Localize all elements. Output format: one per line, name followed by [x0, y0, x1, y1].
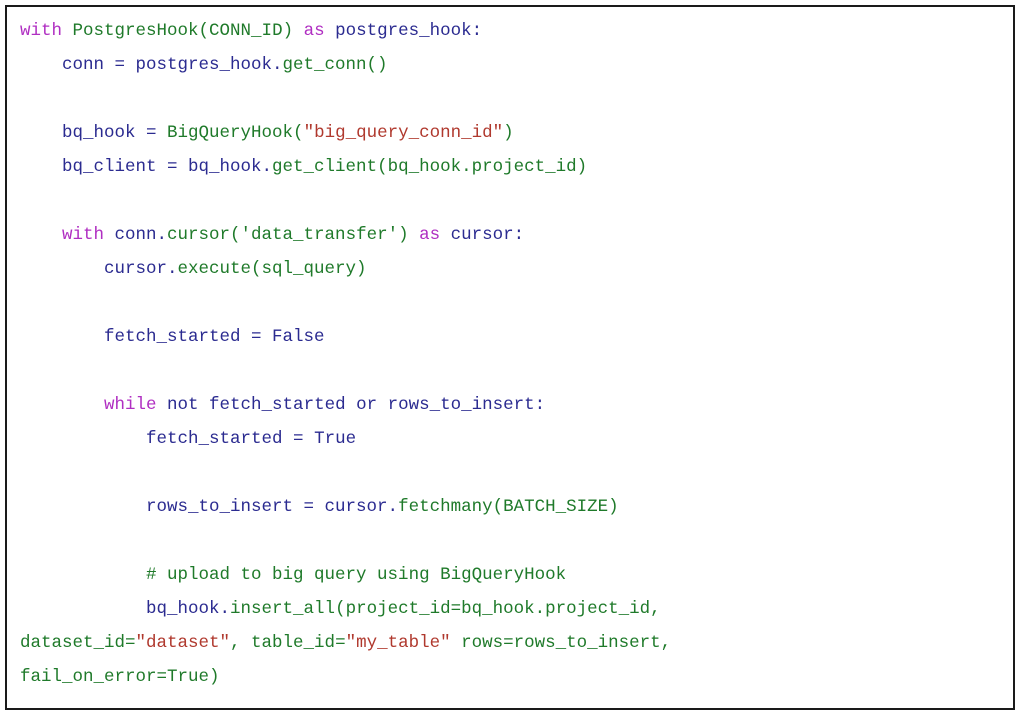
- code-line: while not fetch_started or rows_to_inser…: [20, 394, 545, 416]
- code-snippet-frame: with PostgresHook(CONN_ID) as postgres_h…: [5, 5, 1015, 710]
- code-token-name: bq_hook =: [20, 123, 168, 143]
- code-line: bq_hook.insert_all(project_id=bq_hook.pr…: [20, 598, 661, 620]
- code-line: fetch_started = True: [20, 428, 356, 450]
- code-token-call: insert_all(project_id=bq_hook.project_id…: [230, 599, 661, 619]
- code-token-name: cursor.: [20, 259, 178, 279]
- code-token-name: rows_to_insert = cursor.: [20, 497, 399, 517]
- code-line: rows_to_insert = cursor.fetchmany(BATCH_…: [20, 496, 619, 518]
- code-token-plain: [62, 21, 73, 41]
- code-token-name: cursor:: [440, 225, 525, 245]
- code-token-name: conn.: [104, 225, 168, 245]
- code-token-keyword: as: [408, 225, 441, 245]
- code-line: cursor.execute(sql_query): [20, 258, 367, 280]
- code-line: with conn.cursor('data_transfer') as cur…: [20, 224, 524, 246]
- code-line: dataset_id="dataset", table_id="my_table…: [20, 632, 671, 654]
- code-token-call: PostgresHook(CONN_ID): [72, 21, 294, 41]
- code-token-call: fetchmany(BATCH_SIZE): [398, 497, 619, 517]
- code-token-name: fetch_started =: [20, 327, 273, 347]
- code-token-name: bq_hook.: [20, 599, 231, 619]
- code-token-call: , table_id=: [230, 633, 346, 653]
- code-token-call: ): [398, 225, 409, 245]
- code-token-name: or: [356, 395, 378, 415]
- code-token-name: False: [272, 327, 325, 347]
- code-token-keyword: as: [303, 21, 325, 41]
- code-line: bq_client = bq_hook.get_client(bq_hook.p…: [20, 156, 587, 178]
- code-token-call: get_client(bq_hook.project_id): [272, 157, 588, 177]
- code-line: fetch_started = False: [20, 326, 325, 348]
- code-token-call: get_conn(): [282, 55, 388, 75]
- code-token-plain: [293, 21, 304, 41]
- code-token-call: ): [503, 123, 514, 143]
- code-line: bq_hook = BigQueryHook("big_query_conn_i…: [20, 122, 514, 144]
- code-token-call: execute(sql_query): [177, 259, 367, 279]
- code-token-call: fail_on_error=True): [20, 667, 220, 687]
- code-token-comment: # upload to big query using BigQueryHook: [20, 565, 567, 585]
- code-token-name: bq_client = bq_hook.: [20, 157, 273, 177]
- code-token-name: fetch_started =: [20, 429, 315, 449]
- code-token-keyword: with: [20, 21, 63, 41]
- code-line: conn = postgres_hook.get_conn(): [20, 54, 388, 76]
- code-token-call: cursor(: [167, 225, 241, 245]
- code-token-string: "my_table": [345, 633, 451, 653]
- code-token-name: rows_to_insert:: [377, 395, 546, 415]
- code-token-keyword: with: [20, 225, 105, 245]
- code-line: fail_on_error=True): [20, 666, 220, 688]
- code-token-name: conn = postgres_hook.: [20, 55, 283, 75]
- code-token-name: not: [156, 395, 199, 415]
- code-token-string: "big_query_conn_id": [303, 123, 504, 143]
- code-line: # upload to big query using BigQueryHook: [20, 564, 566, 586]
- code-token-call: dataset_id=: [20, 633, 136, 653]
- code-token-call: rows=rows_to_insert,: [450, 633, 672, 653]
- code-token-name: postgres_hook:: [324, 21, 483, 41]
- code-token-call: BigQueryHook(: [167, 123, 304, 143]
- code-token-name: fetch_started: [198, 395, 357, 415]
- code-token-call: 'data_transfer': [240, 225, 399, 245]
- code-token-name: True: [314, 429, 357, 449]
- code-line: with PostgresHook(CONN_ID) as postgres_h…: [20, 20, 482, 42]
- code-token-keyword: while: [20, 395, 157, 415]
- code-token-string: "dataset": [135, 633, 231, 653]
